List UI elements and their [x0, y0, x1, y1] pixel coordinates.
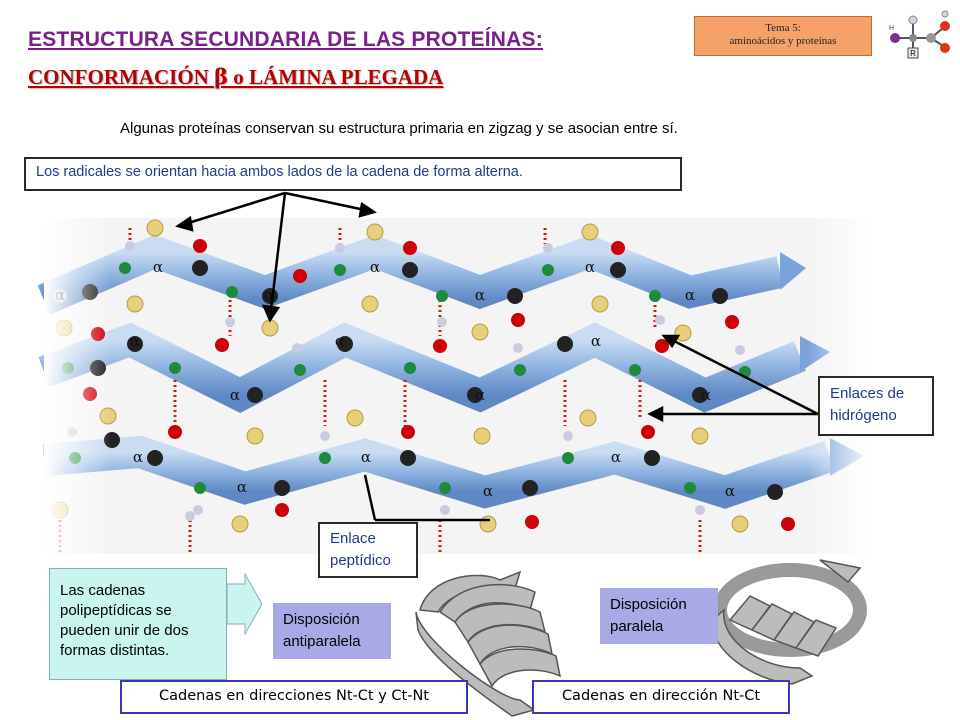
- antiparallel-sheet-icon: [415, 570, 562, 717]
- intro-sentence: Algunas proteínas conservan su estructur…: [120, 120, 678, 137]
- topic-line1: Tema 5:: [765, 22, 801, 34]
- parallel-label: Disposición paralela: [600, 588, 718, 644]
- page-title: ESTRUCTURA SECUNDARIA DE LAS PROTEÍNAS:: [28, 28, 543, 51]
- note-arrow: [226, 572, 263, 636]
- para-line1: Disposición: [610, 596, 687, 613]
- hbond-line1: Enlaces de: [830, 385, 905, 402]
- peptide-bond-callout: Enlace peptídico: [318, 522, 418, 578]
- hbond-line2: hidrógeno: [830, 407, 897, 424]
- note-line-1: Las cadenas: [60, 582, 146, 599]
- note-line-3: pueden unir de dos: [60, 622, 189, 639]
- beta-symbol: β: [214, 64, 229, 89]
- page-subtitle-beta-sheet: CONFORMACIÓN β o LÁMINA PLEGADA: [28, 64, 443, 90]
- peptide-line1: Enlace: [330, 530, 376, 547]
- anti-line1: Disposición: [283, 611, 360, 628]
- radicals-callout: Los radicales se orientan hacia ambos la…: [24, 157, 682, 191]
- note-line-2: polipeptídicas se: [60, 602, 172, 619]
- antiparallel-label: Disposición antiparalela: [273, 603, 391, 659]
- peptide-line2: peptídico: [330, 552, 391, 569]
- topic-badge: Tema 5: aminoácidos y proteínas: [694, 16, 872, 56]
- topic-line2: aminoácidos y proteínas: [729, 35, 837, 47]
- title2-part-a: CONFORMACIÓN: [28, 65, 215, 89]
- note-line-4: formas distintas.: [60, 642, 170, 659]
- callout-arrows: [175, 191, 819, 522]
- parallel-sheet-icon: [711, 559, 867, 685]
- parallel-caption: Cadenas en dirección Nt-Ct: [532, 680, 790, 714]
- anti-line2: antiparalela: [283, 633, 361, 650]
- para-line2: paralela: [610, 618, 664, 635]
- hydrogen-bonds-callout: Enlaces de hidrógeno: [818, 376, 934, 436]
- title2-part-b: o LÁMINA PLEGADA: [228, 65, 444, 89]
- antiparallel-caption: Cadenas en direcciones Nt-Ct y Ct-Nt: [120, 680, 468, 714]
- chains-note: Las cadenas polipeptídicas se pueden uni…: [49, 568, 227, 680]
